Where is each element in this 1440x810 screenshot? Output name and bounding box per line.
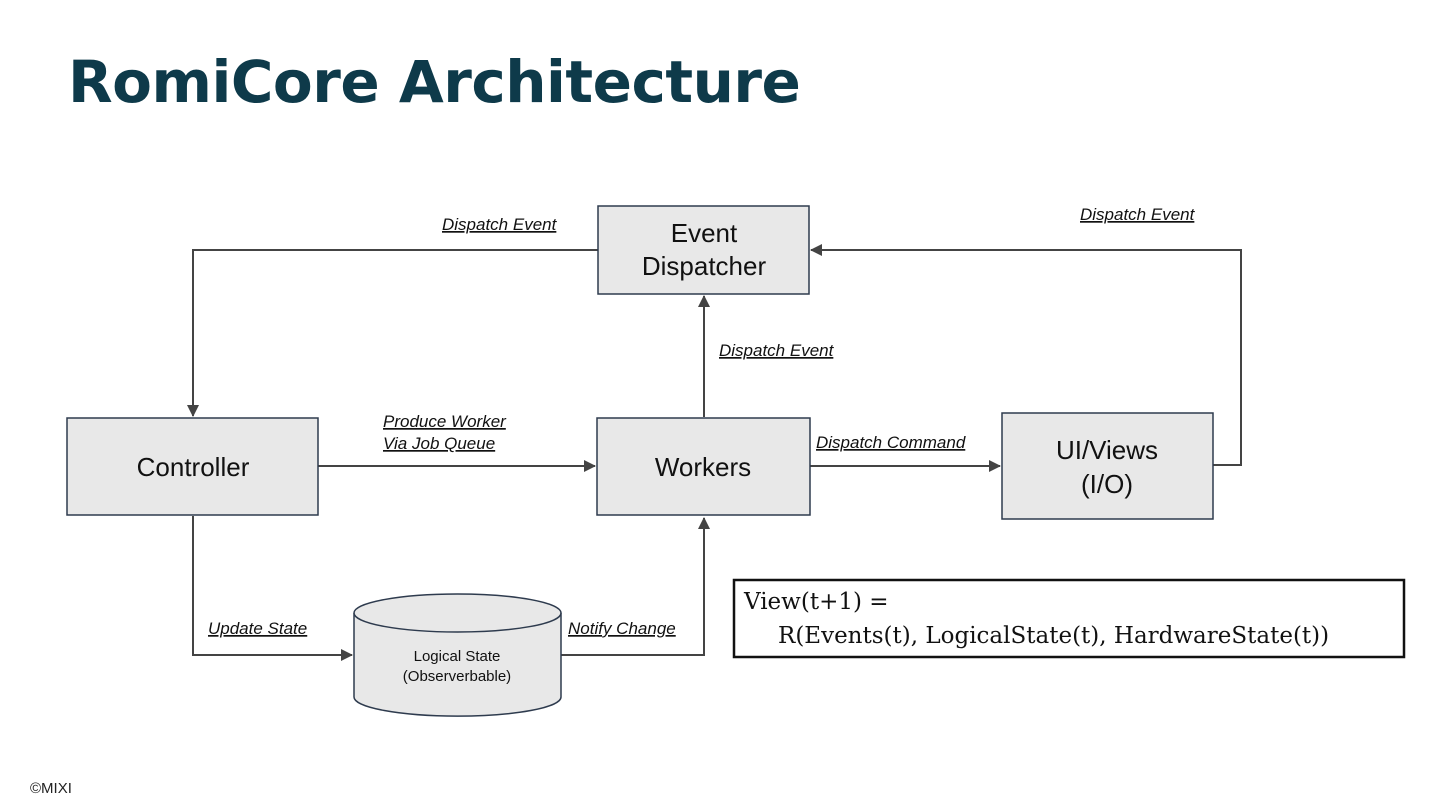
formula-box: View(t+1) = R(Events(t), LogicalState(t)… — [732, 578, 1406, 659]
edges — [187, 244, 1242, 661]
label-controller-to-workers-2: Via Job Queue — [383, 434, 495, 453]
label-ui-to-dispatcher: Dispatch Event — [1080, 205, 1196, 224]
label-controller-to-workers-1: Produce Worker — [383, 412, 507, 431]
ui-views-label-2: (I/O) — [1081, 469, 1133, 499]
logical-state-label-2: (Observerbable) — [403, 668, 511, 685]
label-workers-to-ui: Dispatch Command — [816, 433, 966, 452]
node-ui-views: UI/Views (I/O) — [1001, 412, 1214, 520]
label-workers-to-dispatcher: Dispatch Event — [719, 341, 835, 360]
workers-label: Workers — [655, 452, 751, 482]
page-title: RomiCore Architecture — [68, 48, 801, 116]
event-dispatcher-label-1: Event — [671, 218, 738, 248]
node-controller: Controller — [66, 417, 319, 516]
edge-state-to-workers — [561, 517, 710, 656]
formula-line-2: R(Events(t), LogicalState(t), HardwareSt… — [778, 623, 1329, 649]
controller-label: Controller — [137, 452, 250, 482]
ui-views-label-1: UI/Views — [1056, 435, 1158, 465]
node-event-dispatcher: Event Dispatcher — [597, 205, 810, 295]
edge-controller-to-state — [192, 516, 353, 661]
label-dispatcher-to-controller: Dispatch Event — [442, 215, 558, 234]
node-logical-state: Logical State (Observerbable) — [353, 593, 562, 717]
edge-dispatcher-to-controller — [187, 249, 598, 417]
copyright-footer: ©MIXI — [30, 780, 72, 797]
logical-state-label-1: Logical State — [414, 648, 501, 665]
label-controller-to-state: Update State — [208, 619, 307, 638]
node-workers: Workers — [596, 417, 811, 516]
label-state-to-workers: Notify Change — [568, 619, 676, 638]
formula-line-1: View(t+1) = — [743, 589, 889, 615]
edge-ui-to-dispatcher — [810, 244, 1242, 466]
event-dispatcher-label-2: Dispatcher — [642, 251, 767, 281]
